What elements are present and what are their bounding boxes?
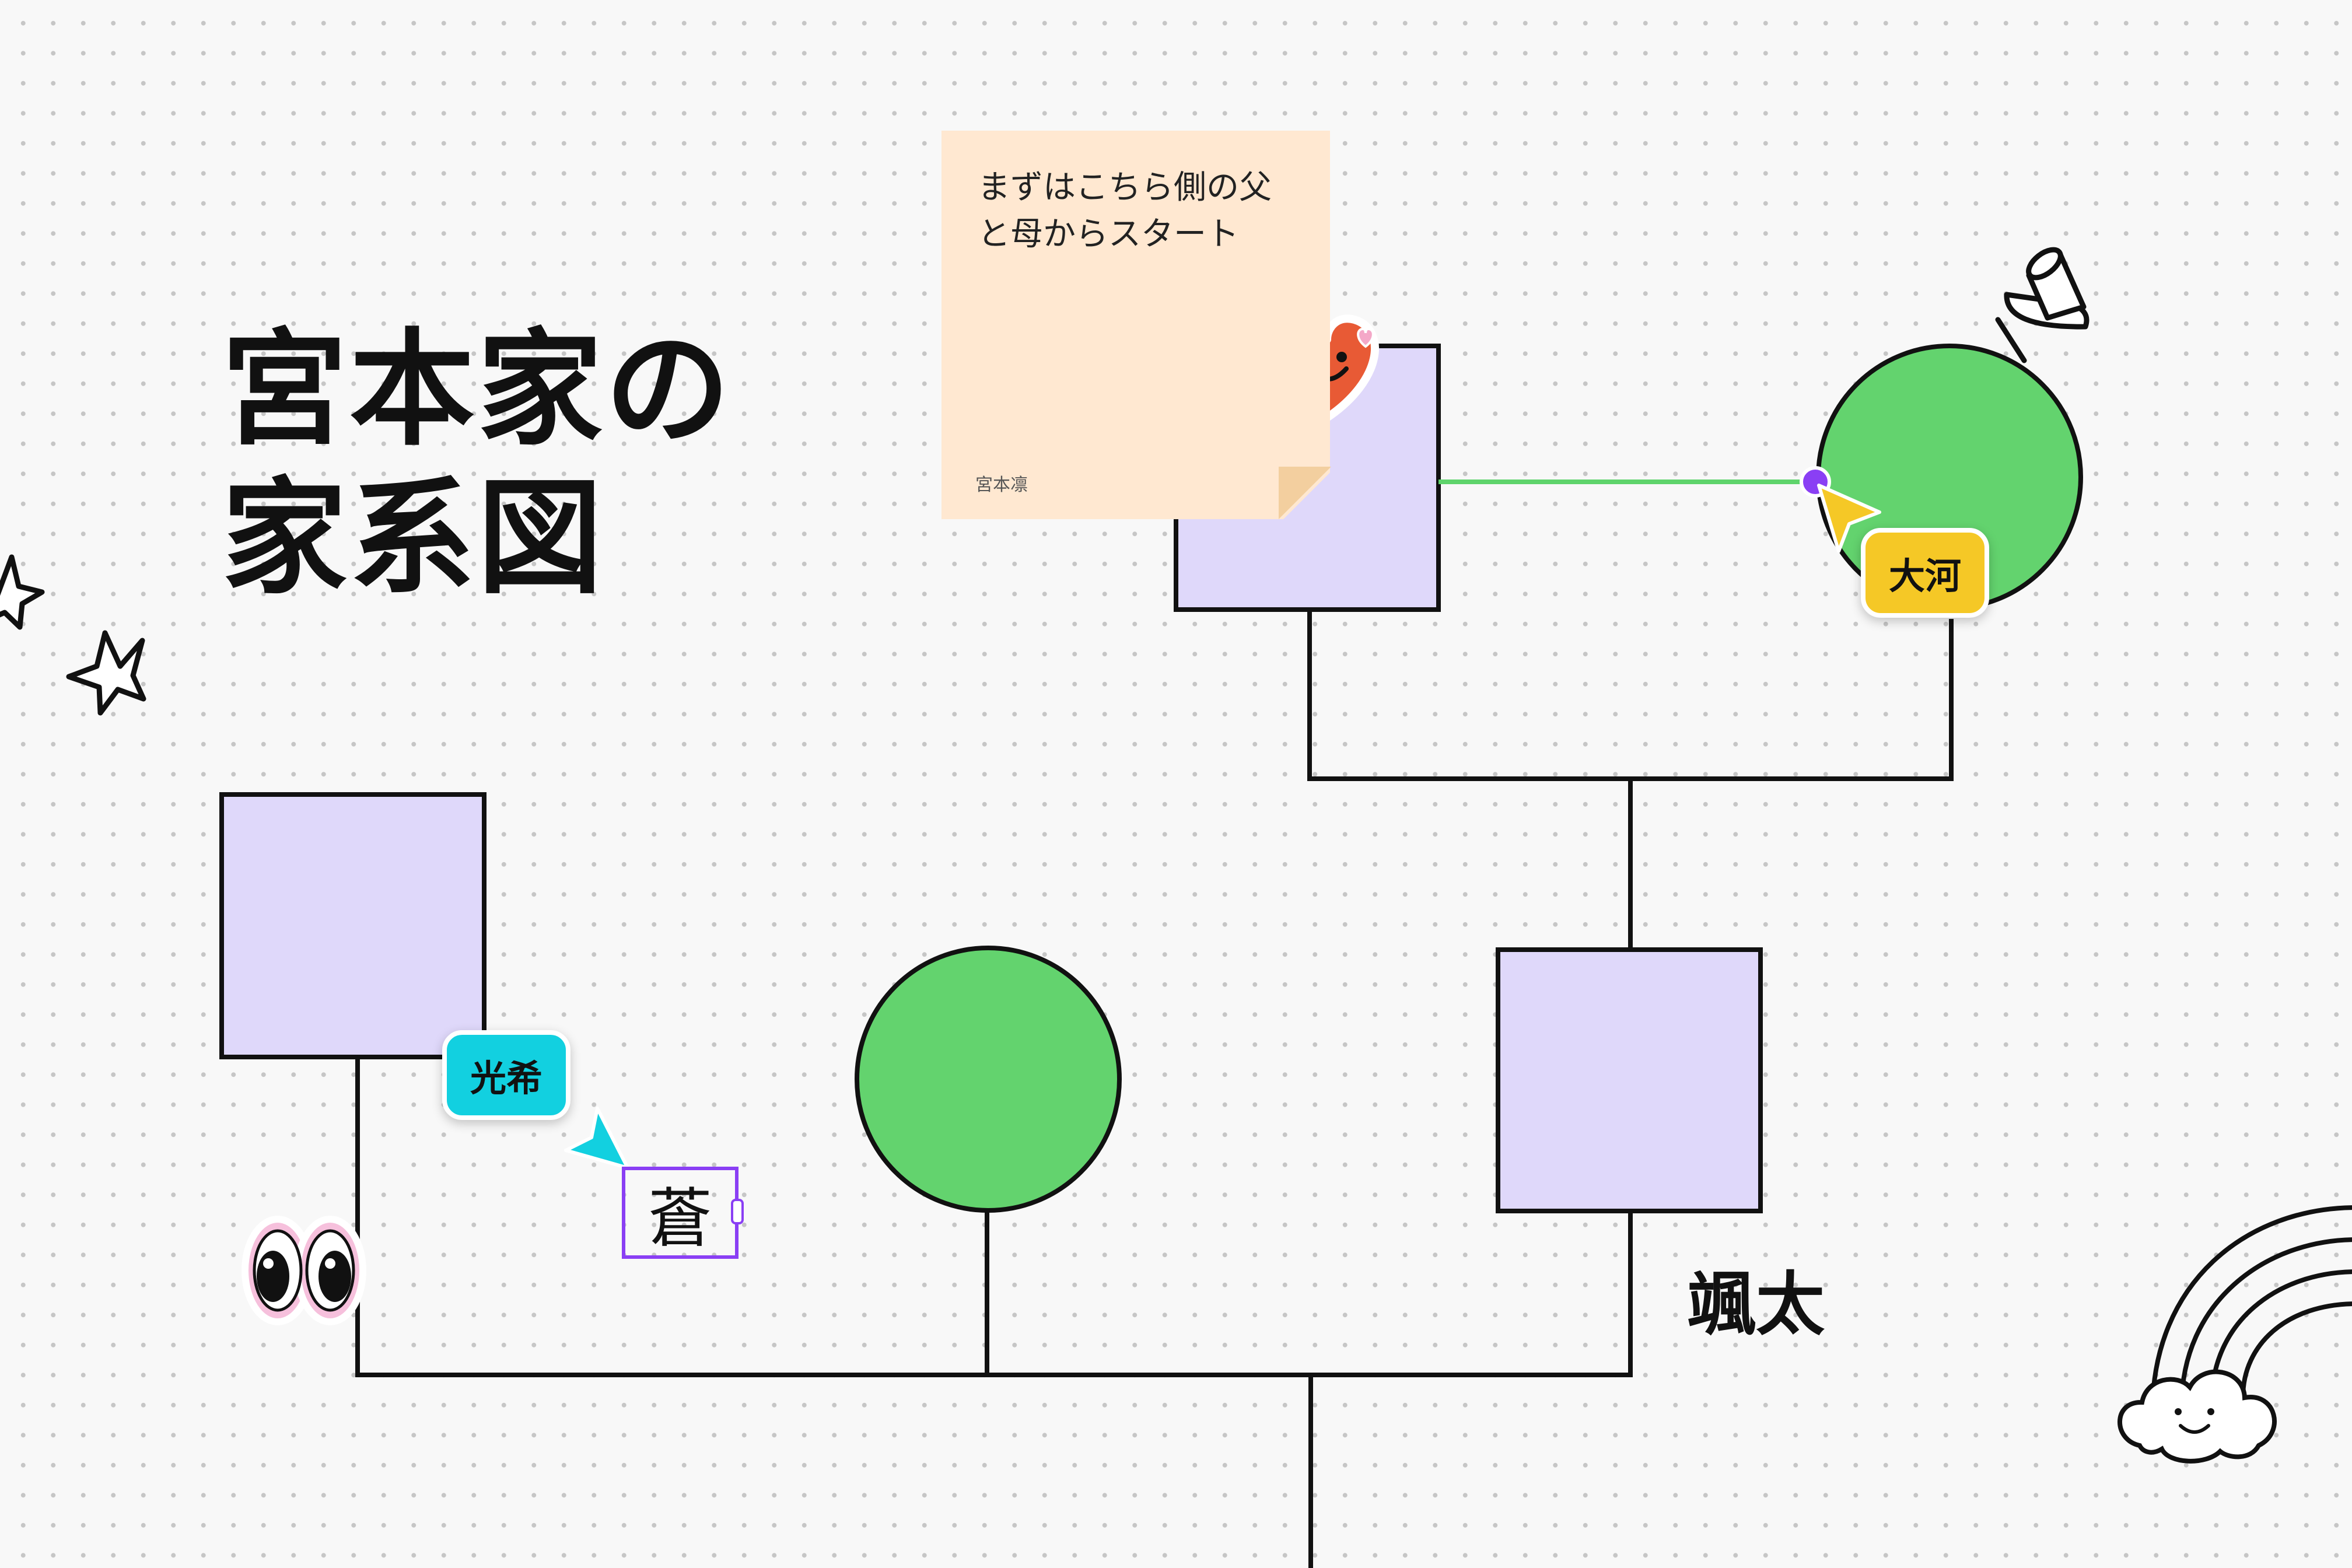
cursor-label-koki: 光希 (442, 1030, 571, 1120)
page-title[interactable]: 宮本家の 家系図 (222, 315, 733, 612)
title-line-1: 宮本家の (222, 316, 733, 463)
siblings-line[interactable] (355, 1054, 1633, 1377)
uncle-square[interactable] (219, 792, 487, 1059)
title-line-2: 家系図 (222, 465, 605, 611)
eyes-sticker[interactable] (242, 1216, 366, 1325)
yellow-cursor-icon (1817, 484, 1881, 553)
editing-text[interactable]: 蒼 (648, 1181, 712, 1256)
child-name-label[interactable]: 颯太 (1687, 1264, 1825, 1345)
rainbow-cloud-doodle[interactable] (2118, 1205, 2352, 1464)
sticky-note-author: 宮本凛 (975, 475, 1028, 495)
star-doodles[interactable] (0, 554, 146, 716)
top-hat-sticker[interactable] (1995, 244, 2090, 363)
text-box-resize-handle[interactable] (731, 1199, 744, 1224)
parents-line[interactable] (1307, 607, 1954, 781)
sticky-note[interactable]: まずはこちら側の父と母からスタート 宮本凛 (942, 131, 1330, 519)
cyan-cursor-icon (564, 1107, 629, 1170)
sticky-note-text: まずはこちら側の父と母からスタート (978, 169, 1272, 253)
son-square[interactable] (1496, 947, 1763, 1213)
editing-text-box[interactable]: 蒼 (622, 1167, 738, 1259)
aunt-circle[interactable] (855, 946, 1122, 1213)
cursor-label-taiga: 大河 (1861, 528, 1990, 618)
